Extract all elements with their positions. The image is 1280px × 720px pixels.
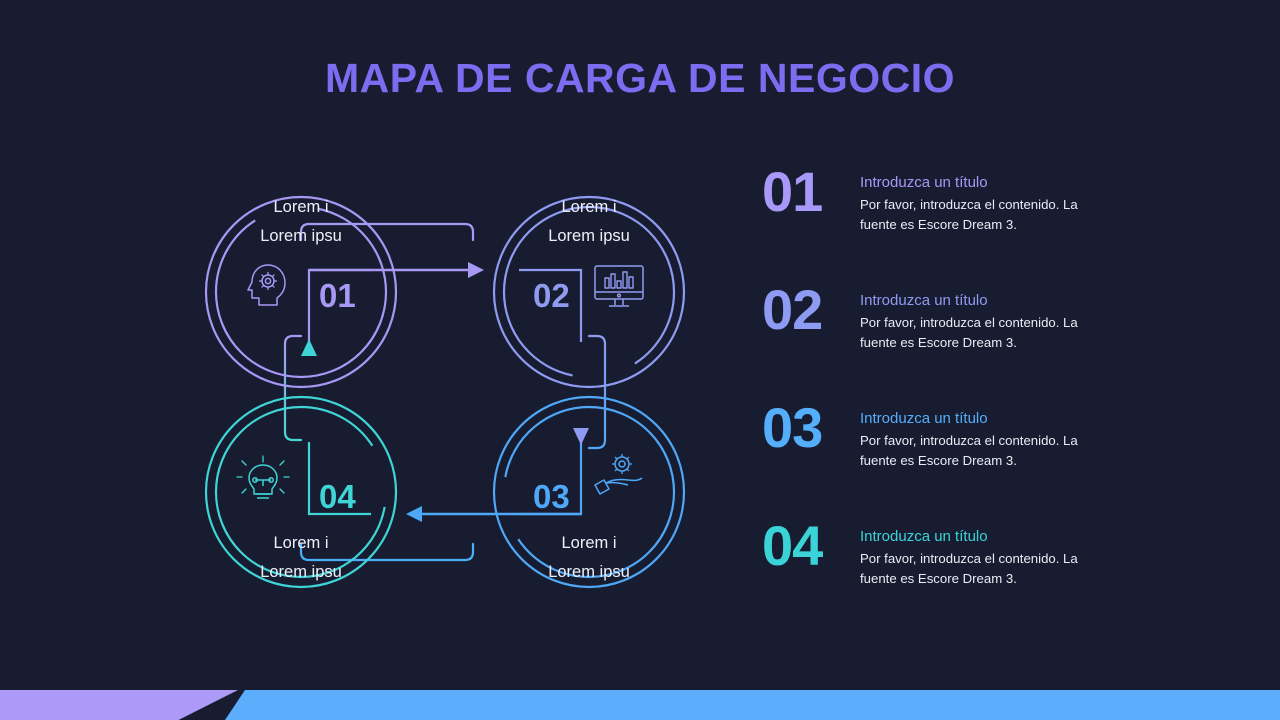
list-item[interactable]: 01 Introduzca un título Por favor, intro… [762,164,1102,286]
page-title: MAPA DE CARGA DE NEGOCIO [324,55,956,101]
arrow-04-to-01 [301,339,317,508]
list-item-heading-02: Introduzca un título [860,292,988,309]
footer-bar [0,690,1280,720]
node-04-inner-ring [214,405,388,579]
hand-gear-icon [594,454,643,495]
connector-rail-left [283,334,303,442]
node-01-line2: Lorem ipsu [260,227,342,245]
connector-rail-bottom [299,542,475,562]
node-03-inner-ring [502,405,676,579]
list-item[interactable]: 03 Introduzca un título Por favor, intro… [762,400,1102,522]
list-item-number-01: 01 [762,160,823,223]
node-03-line2: Lorem ipsu [548,563,630,581]
node-04-outer-ring [204,395,398,589]
connector-rail-top [299,222,475,242]
node-04-number: 04 [319,478,356,515]
monitor-chart-icon [594,265,644,307]
diagram-node-01[interactable]: Lorem i Lorem ipsu 01 [204,195,398,389]
list-item-heading-03: Introduzca un título [860,410,988,427]
node-02-inner-ring [502,205,676,379]
footer-bar-right-segment [225,690,1280,720]
arrow-02-to-03 [573,276,589,445]
list-item-number-04: 04 [762,514,823,577]
list-item-text-03: Por favor, introduzca el contenido. La f… [860,432,1078,469]
node-01-line1: Lorem i [273,198,328,216]
node-04-line2: Lorem ipsu [260,563,342,581]
node-04-line1: Lorem i [273,534,328,552]
list-item-text-04: Por favor, introduzca el contenido. La f… [860,550,1078,587]
list-item-text-02: Por favor, introduzca el contenido. La f… [860,314,1078,351]
diagram-node-04[interactable]: 04 Lorem i Lorem ipsu [204,395,398,589]
list-item[interactable]: 04 Introduzca un título Por favor, intro… [762,518,1102,640]
details-list: 01 Introduzca un título Por favor, intro… [762,164,1102,640]
list-item-heading-01: Introduzca un título [860,174,988,191]
list-item-heading-04: Introduzca un título [860,528,988,545]
cycle-diagram: Lorem i Lorem ipsu 01 [185,140,705,650]
node-02-number: 02 [533,277,570,314]
footer-bar-left-segment [0,690,238,720]
head-gear-icon [247,264,286,306]
list-item[interactable]: 02 Introduzca un título Por favor, intro… [762,282,1102,404]
node-01-number: 01 [319,277,356,314]
list-item-number-02: 02 [762,278,823,341]
diagram-node-03[interactable]: 03 Lorem i Lorem ipsu [492,395,686,589]
node-02-outer-ring [492,195,686,389]
node-03-outer-ring [492,395,686,589]
diagram-node-02[interactable]: Lorem i Lorem ipsu 02 [492,195,686,389]
arrow-01-to-02 [309,262,484,278]
node-03-number: 03 [533,478,570,515]
arrow-03-to-04 [406,506,581,522]
node-02-line1: Lorem i [561,198,616,216]
lightbulb-icon [236,455,290,499]
node-02-line2: Lorem ipsu [548,227,630,245]
node-01-inner-ring [214,205,388,379]
node-01-outer-ring [204,195,398,389]
connector-rail-right [587,334,607,450]
list-item-number-03: 03 [762,396,823,459]
node-03-line1: Lorem i [561,534,616,552]
list-item-text-01: Por favor, introduzca el contenido. La f… [860,196,1078,233]
